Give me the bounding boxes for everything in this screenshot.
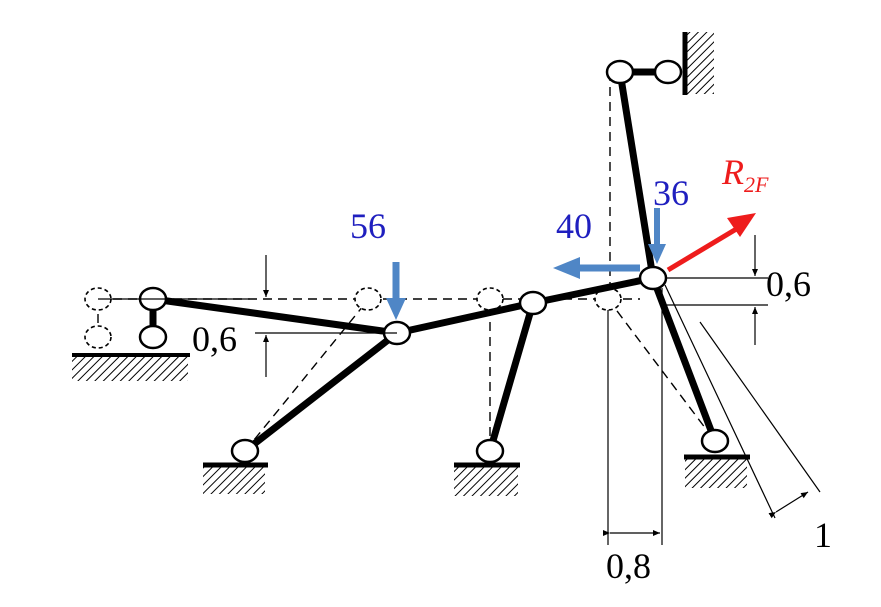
link-right-rocker — [649, 274, 719, 445]
joint-ground-a — [230, 438, 260, 464]
link-middle-coupler — [393, 299, 537, 337]
ground-c-block — [685, 458, 747, 488]
label-56: 56 — [350, 206, 386, 246]
displaced-configuration — [97, 72, 716, 452]
dim-label-bottom: 0,8 — [606, 546, 651, 586]
label-reaction-main: R — [721, 152, 744, 192]
label-36: 36 — [653, 173, 689, 213]
load-36-arrow — [648, 208, 666, 264]
load-40-arrow — [553, 257, 640, 279]
ground-supports — [72, 32, 750, 496]
ground-b-block — [454, 466, 518, 496]
joint-top-left — [605, 59, 635, 85]
ground-left-block — [72, 355, 188, 381]
ground-wall-block — [686, 32, 714, 94]
joint-left-bottom — [138, 324, 168, 350]
link-right-coupler — [529, 274, 657, 307]
mechanism-links — [149, 68, 719, 455]
ground-a-block — [203, 466, 265, 494]
link-left-rocker — [241, 329, 401, 455]
load-56-arrow — [386, 262, 406, 320]
label-reaction: R2F — [721, 152, 769, 197]
joint-ground-c — [700, 428, 730, 454]
label-reaction-subscript: 2F — [744, 172, 769, 197]
label-40: 40 — [556, 206, 592, 246]
dim-label-diag: 1 — [814, 515, 832, 555]
dimension-lines — [98, 235, 821, 545]
joint-middle — [518, 290, 548, 316]
joint-top-right — [653, 59, 683, 85]
joints — [138, 59, 730, 464]
dim-label-left: 0,6 — [192, 319, 237, 359]
link-top-coupler — [149, 295, 401, 337]
link-middle-rocker — [486, 299, 537, 455]
joint-ground-b — [475, 438, 505, 464]
link-top-rocker — [616, 68, 657, 282]
reaction-arrow — [666, 213, 756, 273]
joint-right-main — [638, 265, 668, 291]
dim-label-right: 0,6 — [766, 264, 811, 304]
